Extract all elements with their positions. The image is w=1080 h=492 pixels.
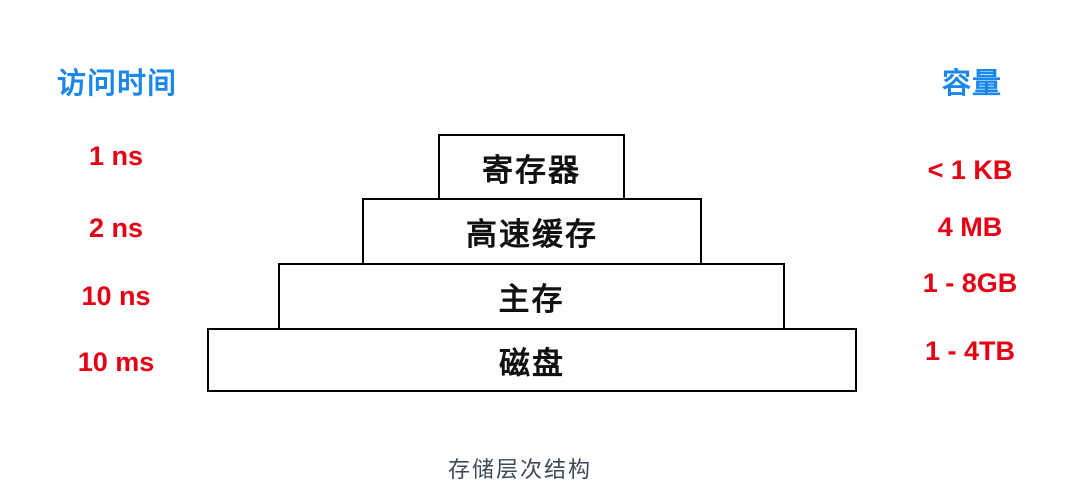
hierarchy-level-row-disk: 10 ms 磁盘 1 - 4TB — [0, 328, 1080, 392]
capacity-label: 4 MB — [937, 212, 1003, 242]
access-time-label: 1 ns — [88, 140, 144, 171]
access-time-label: 10 ns — [81, 281, 151, 311]
level-box-cache: 高速缓存 — [362, 198, 702, 265]
capacity-label: 1 - 4TB — [924, 335, 1016, 366]
level-box-main-memory: 主存 — [278, 263, 785, 330]
hierarchy-level-row-cache: 2 ns 高速缓存 4 MB — [0, 198, 1080, 265]
access-time-label: 10 ms — [77, 346, 155, 377]
hierarchy-level-row-register: 1 ns 寄存器 < 1 KB — [0, 134, 1080, 200]
capacity-label: < 1 KB — [927, 154, 1013, 185]
capacity-label: 1 - 8GB — [922, 268, 1018, 298]
level-box-register: 寄存器 — [438, 134, 625, 200]
capacity-column-header: 容量 — [941, 68, 1002, 100]
level-box-disk: 磁盘 — [207, 328, 857, 392]
access-time-label: 2 ns — [88, 213, 144, 243]
access-time-column-header: 访问时间 — [56, 68, 177, 100]
diagram-caption: 存储层次结构 — [447, 457, 592, 482]
